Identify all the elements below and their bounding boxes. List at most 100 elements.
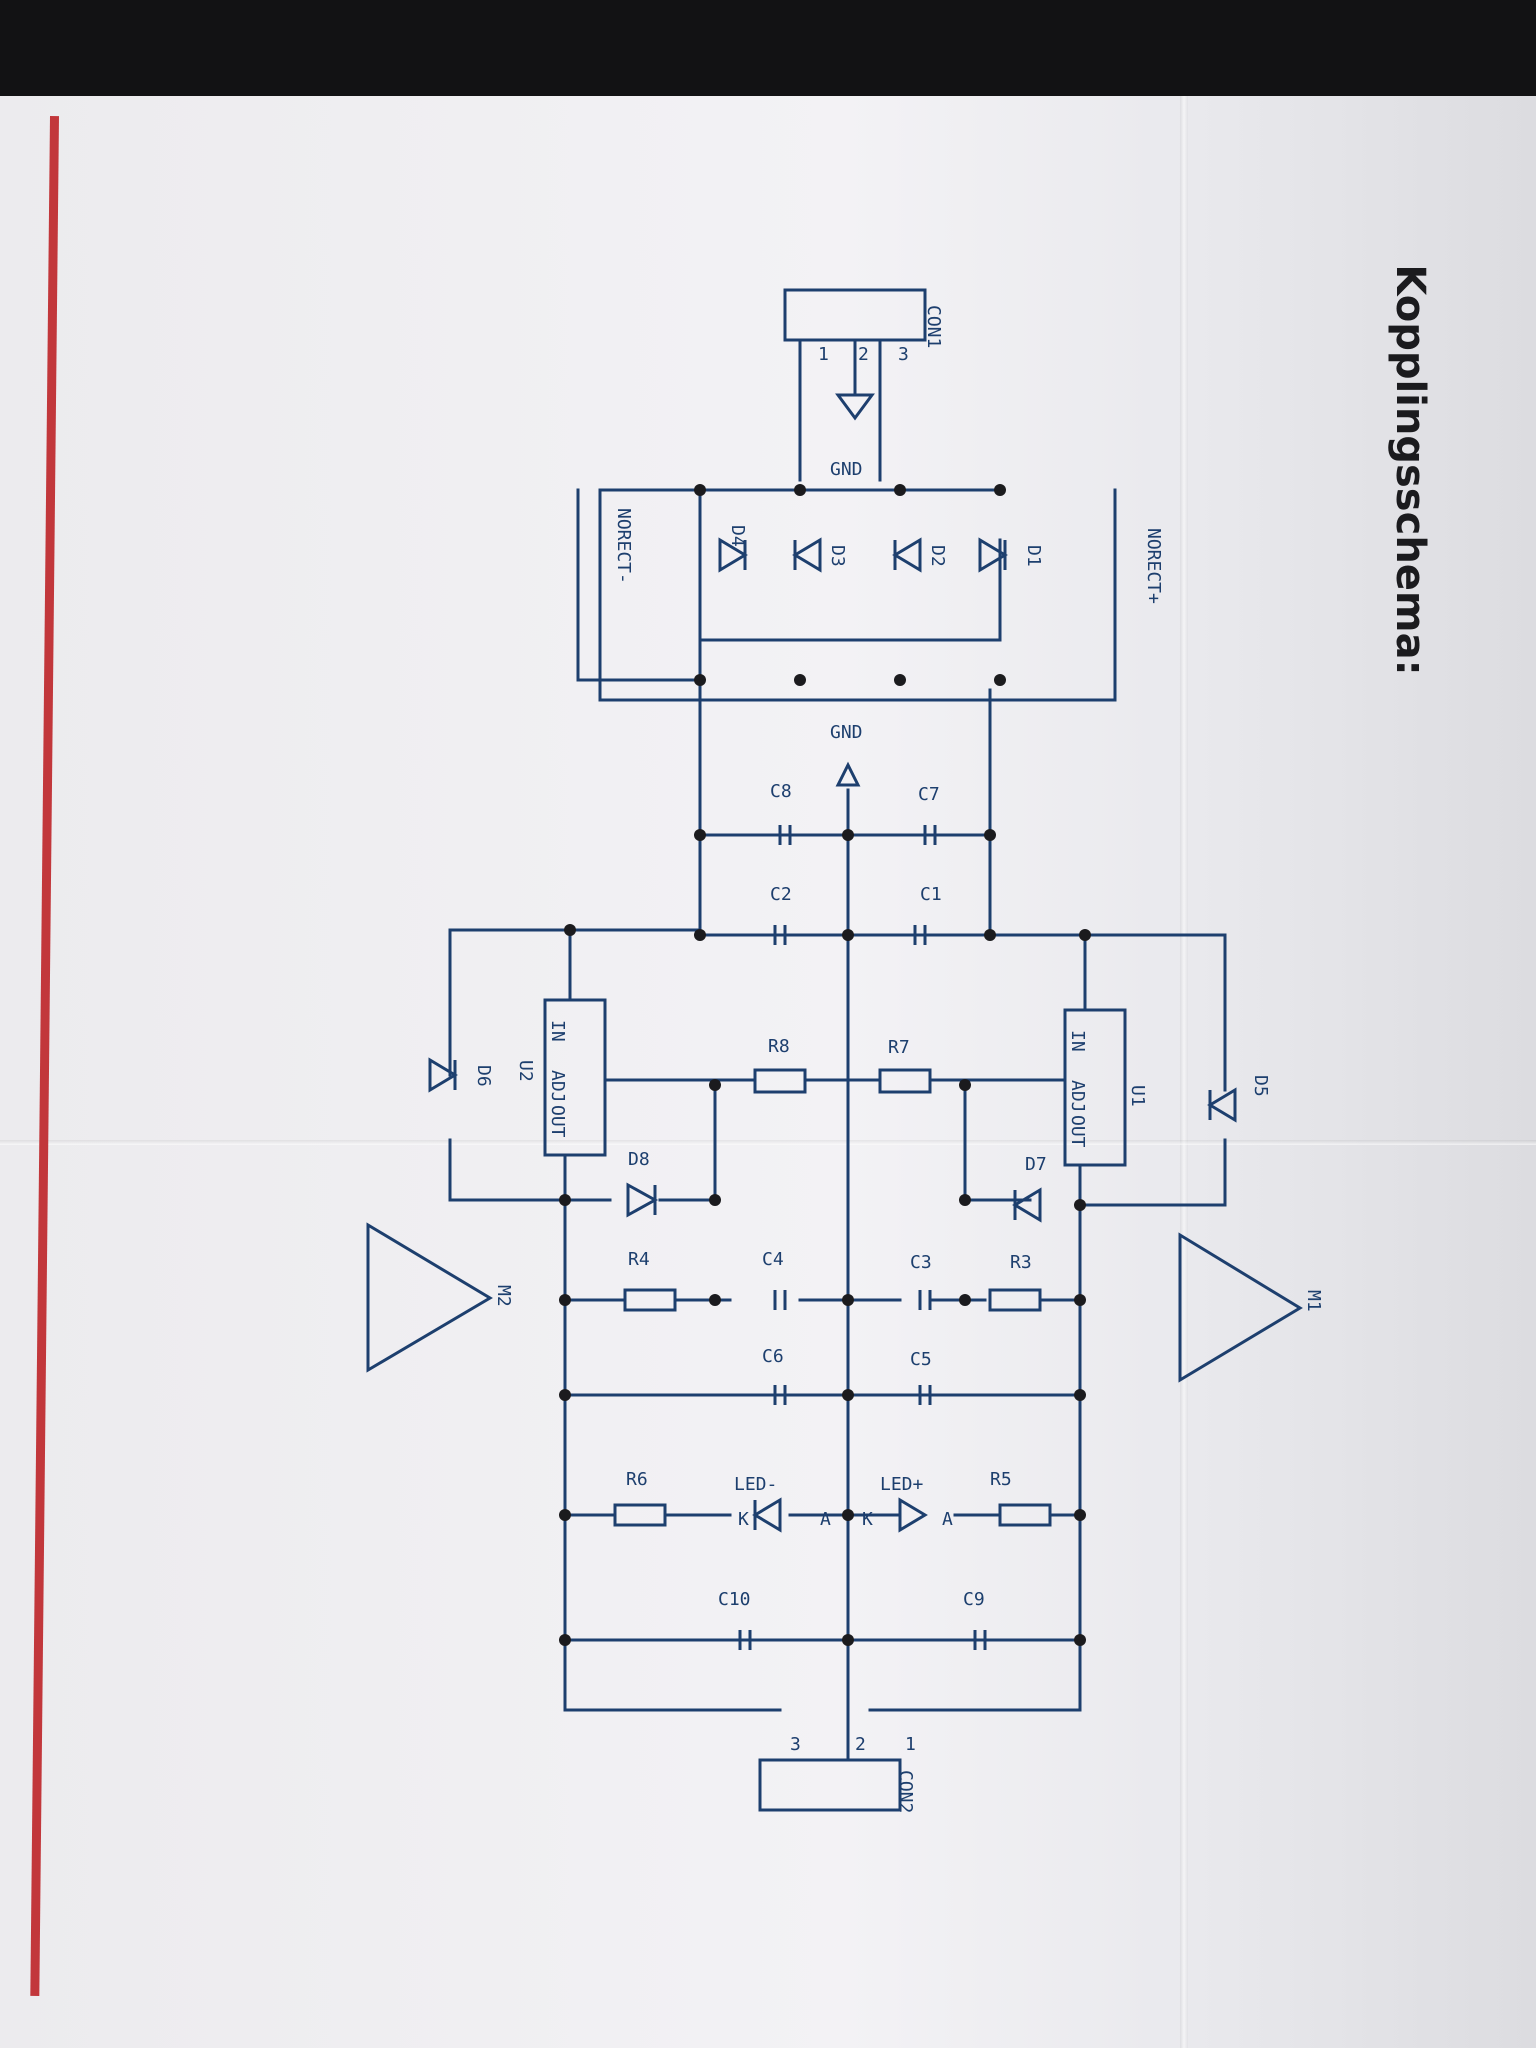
con2-pin-2: 2 [855,1734,866,1755]
r7-potentiometer [878,1068,932,1094]
r6-label: R6 [626,1469,648,1490]
junction-dot [794,674,806,686]
gnd-label-mid: GND [830,722,863,743]
c2-label: C2 [770,884,792,905]
c5-capacitor [918,1385,932,1405]
con1-leads [798,338,882,482]
norect-minus-label: NORECT- [613,508,634,584]
m1-heatsink [1178,1232,1303,1383]
c9-capacitor [973,1630,987,1650]
rectifier-bridge-wiring [598,488,1002,702]
c7-label: C7 [918,784,940,805]
junction-dot [894,484,906,496]
con1-connector [783,288,927,342]
m2-label: M2 [493,1285,514,1307]
junction-dot [709,1194,721,1206]
junction-dot [559,1294,571,1306]
led-plus-pin-a: A [942,1509,953,1530]
gnd-label-top: GND [830,459,863,480]
c10-label: C10 [718,1589,751,1610]
output-rails [563,1153,1082,1652]
u2-pin-out: OUT [547,1105,568,1138]
d3-diode [792,537,822,573]
con2-pin-3: 3 [790,1734,801,1755]
junction-dot [1074,1634,1086,1646]
junction-dot [959,1294,971,1306]
c7-capacitor [923,825,937,845]
junction-dot [694,674,706,686]
u2-pin-adj: ADJ [547,1070,568,1103]
d7-label: D7 [1025,1154,1047,1175]
d4-label: D4 [727,525,748,547]
supply-rails [698,688,992,937]
c10-capacitor [738,1630,752,1650]
u1-label: U1 [1127,1085,1148,1107]
led-minus [752,1497,782,1533]
junction-dot [794,484,806,496]
junction-dot [559,1634,571,1646]
junction-dot [842,1634,854,1646]
d6-diode [428,1057,458,1093]
junction-dot [709,1294,721,1306]
capacitor-rows [448,833,1082,937]
c8-label: C8 [770,781,792,802]
c9-label: C9 [963,1589,985,1610]
con2-pin-1: 1 [905,1734,916,1755]
u1-regulator [1063,1008,1127,1167]
junction-dot [694,829,706,841]
m1-label: M1 [1303,1290,1324,1312]
junction-dot [984,829,996,841]
r7-label: R7 [888,1037,910,1058]
con1-pin-2: 2 [858,344,869,365]
paper-fold-vertical [1180,96,1188,2048]
c5-label: C5 [910,1349,932,1370]
c4-capacitor [773,1290,787,1310]
paper-sheet [0,96,1536,2048]
u2-pin-in: IN [547,1020,568,1042]
junction-dot [994,674,1006,686]
r5-label: R5 [990,1469,1012,1490]
d4-diode [718,537,748,573]
junction-dot [694,929,706,941]
junction-dot [842,1389,854,1401]
con2-label: CON2 [895,1770,916,1813]
junction-dot [1074,1509,1086,1521]
d6-label: D6 [473,1065,494,1087]
m2-heatsink [366,1222,493,1373]
junction-dot [842,1294,854,1306]
con2-leads [563,1648,1082,1762]
d5-label: D5 [1250,1075,1271,1097]
junction-dot [984,929,996,941]
r3-resistor [988,1288,1042,1312]
junction-dot [559,1194,571,1206]
junction-dot [1074,1389,1086,1401]
junction-dot [959,1194,971,1206]
d2-diode [892,537,922,573]
u1-pin-adj: ADJ [1067,1080,1088,1113]
junction-dot [559,1389,571,1401]
norect-plus-label: NORECT+ [1143,528,1164,604]
d5-diode [1207,1087,1237,1123]
gnd-symbol-top [835,393,875,421]
led-plus-pin-k: K [862,1509,873,1530]
gnd-symbol-mid [835,761,861,787]
u1-pin-in: IN [1067,1030,1088,1052]
led-pin-k: K [738,1509,749,1530]
u2-regulator [543,998,607,1157]
r4-label: R4 [628,1249,650,1270]
junction-dot [564,924,576,936]
led-plus-label: LED+ [880,1474,924,1495]
regulator-inputs [448,928,1227,1092]
junction-dot [894,674,906,686]
r5-resistor [998,1503,1052,1527]
junction-dot [559,1509,571,1521]
c3-capacitor [918,1290,932,1310]
con2-connector [758,1758,902,1812]
d3-label: D3 [827,545,848,567]
d1-label: D1 [1023,545,1044,567]
r8-potentiometer [753,1068,807,1094]
junction-dot [842,929,854,941]
junction-dot [709,1079,721,1091]
con1-pin-1: 1 [818,344,829,365]
